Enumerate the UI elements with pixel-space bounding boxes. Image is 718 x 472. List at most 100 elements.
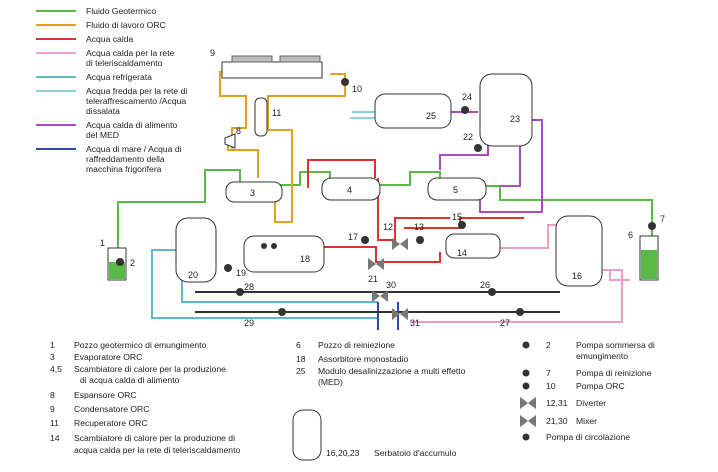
key-right-num-4: 21,30: [546, 416, 568, 426]
key-left-text-2: Scambiatore di calore per la produzione: [74, 364, 226, 374]
pump-22-icon: [474, 144, 482, 152]
node-label-9: 9: [210, 48, 215, 58]
condenser-9: [221, 61, 323, 79]
exchanger-5: [427, 177, 487, 201]
med-module-25: [374, 93, 452, 129]
pipe-hot-water-1: [377, 178, 450, 241]
legend-label-1-0: Fluido di lavoro ORC: [86, 20, 166, 30]
legend-label-5-1: teleraffrescamento /Acqua: [86, 96, 186, 106]
key-right-num-3: 12,31: [546, 398, 568, 408]
legend-label-5-2: dissalata: [86, 106, 120, 116]
legend-label-3-1: di teleriscaldamento: [86, 58, 163, 68]
key-right-text-0: Pompa sommersa di: [576, 340, 655, 350]
key-right-text-3: Diverter: [576, 398, 606, 408]
storage-tank-23: [479, 73, 533, 147]
evaporator-3: [225, 181, 283, 203]
legend-label-7-2: macchina frigorifera: [86, 164, 162, 174]
diverter-31-icon-b: [400, 308, 408, 320]
key-pump-icon-2: [522, 341, 530, 349]
diverter-31-icon: [392, 308, 400, 320]
node-label-1: 1: [100, 238, 105, 248]
pump-24-icon: [461, 106, 469, 114]
node-label-14: 14: [457, 248, 467, 258]
recuperator-11: [254, 97, 268, 137]
key-mid-text-0: Pozzo di reiniezione: [318, 340, 395, 350]
node-label-5: 5: [453, 185, 458, 195]
tank-key-num: 16,20,23: [326, 448, 360, 458]
key-left-num-1: 3: [50, 352, 55, 362]
key-left-num-3: 8: [50, 390, 55, 400]
pump-15-icon: [458, 221, 466, 229]
pump-7-icon: [648, 222, 656, 230]
key-left-text2-2: di acqua calda di alimento: [80, 375, 180, 385]
exchanger-4: [321, 177, 381, 201]
diverter-12-icon-b: [400, 238, 408, 250]
absorber-18: [243, 235, 325, 273]
node-label-4: 4: [347, 185, 352, 195]
storage-tank-16: [555, 215, 603, 287]
key-mid-text-1: Assorbitore monostadio: [318, 354, 409, 364]
node-label-25: 25: [426, 111, 436, 121]
node-label-6: 6: [628, 230, 633, 240]
diverter-12-icon: [392, 238, 400, 250]
heat-exchanger-14: [445, 233, 501, 259]
key-right-text-5: Pompa di circolazione: [546, 432, 630, 442]
key-right-text-2: Pompa ORC: [576, 381, 625, 391]
node-label-12: 12: [383, 222, 393, 232]
expander-8: [224, 133, 236, 149]
node-label-13: 13: [414, 222, 424, 232]
key-right-text-4: Mixer: [576, 416, 597, 426]
mixer-21-icon: [368, 258, 376, 270]
tank-key-symbol: [292, 409, 322, 461]
pump-19-icon: [224, 264, 232, 272]
mixer-30-icon: [372, 290, 380, 302]
key-right-num-1: 7: [546, 368, 551, 378]
legend-label-6-1: del MED: [86, 130, 119, 140]
pumps: [116, 78, 656, 320]
node-label-28: 28: [244, 282, 254, 292]
component-key: 1 Pozzo geotermico di emungimento 3 Evap…: [50, 340, 655, 458]
pipe-hot-water-2: [307, 159, 376, 188]
pump-2-icon: [116, 258, 124, 266]
tank-key-text: Serbatoio d'accumulo: [374, 448, 457, 458]
node-label-7: 7: [660, 214, 665, 224]
node-label-3: 3: [250, 188, 255, 198]
node-label-10: 10: [352, 84, 362, 94]
key-mid-num-2: 25: [296, 366, 306, 376]
node-label-8: 8: [236, 126, 241, 136]
mixer-21-icon-b: [376, 258, 384, 270]
key-mid-num-1: 18: [296, 354, 306, 364]
node-label-16: 16: [572, 271, 582, 281]
pipe-district-loop: [609, 270, 630, 281]
key-left-num-5: 11: [50, 418, 59, 428]
node-label-31: 31: [410, 318, 420, 328]
legend-label-7-0: Acqua di mare / Acqua di: [86, 144, 182, 154]
key-right-text2-0: emungimento: [576, 351, 628, 361]
key-left-num-6: 14: [50, 433, 60, 443]
legend-label-3-0: Acqua calda per la rete: [86, 48, 175, 58]
pipe-med-feed-1: [439, 140, 489, 170]
key-left-text2-6: acqua calda per la rete di teleriscaldam…: [74, 445, 240, 455]
node-label-26: 26: [480, 280, 490, 290]
key-mid-text2-2: (MED): [318, 377, 343, 387]
node-label-11: 11: [272, 108, 281, 118]
node-label-30: 30: [386, 280, 396, 290]
node-label-19: 19: [236, 268, 246, 278]
legend-label-2-0: Acqua calda: [86, 34, 134, 44]
pipe-hot-water-3: [322, 246, 441, 263]
key-diverter-icon: [520, 397, 528, 409]
pipe-orc-fluid: [219, 71, 259, 178]
node-label-27: 27: [500, 318, 510, 328]
pump-13-icon: [416, 236, 424, 244]
key-pump-icon-10: [522, 382, 530, 390]
storage-tank-20: [175, 217, 217, 283]
well-1-fill: [109, 262, 125, 279]
legend-label-7-1: raffreddamento della: [86, 154, 165, 164]
pipe-med-loop: [500, 140, 521, 187]
node-label-29: 29: [244, 318, 254, 328]
pump-28-icon: [236, 288, 244, 296]
legend-label-0-0: Fluido Geotermico: [86, 6, 156, 16]
key-left-text-6: Scambiatore di calore per la produzione …: [74, 433, 235, 443]
